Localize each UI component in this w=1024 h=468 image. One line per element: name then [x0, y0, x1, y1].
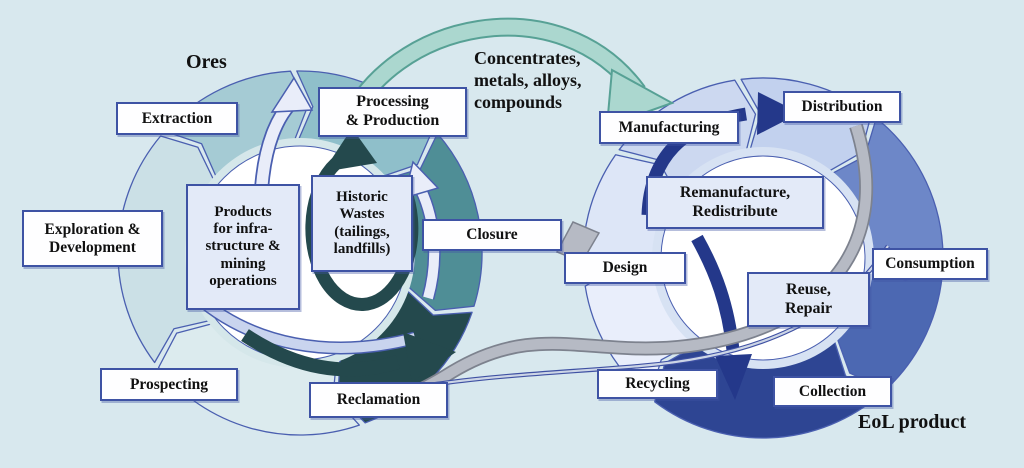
- reclamation-arrow: [241, 329, 456, 382]
- box-collection: Collection: [773, 376, 892, 407]
- label-ores: Ores: [186, 51, 227, 73]
- box-products-infrastructure: Products for infra- structure & mining o…: [186, 184, 300, 310]
- box-prospecting: Prospecting: [100, 368, 238, 401]
- box-consumption: Consumption: [872, 248, 988, 280]
- box-distribution: Distribution: [783, 91, 901, 123]
- box-historic-wastes: Historic Wastes (tailings, landfills): [311, 175, 413, 272]
- box-closure: Closure: [422, 219, 562, 251]
- products-flow-band: [191, 291, 417, 355]
- label-concentrates-metals: Concentrates, metals, alloys, compounds: [474, 48, 582, 112]
- box-reclamation: Reclamation: [309, 382, 448, 418]
- box-manufacturing: Manufacturing: [599, 111, 739, 144]
- box-recycling: Recycling: [597, 369, 718, 399]
- box-design: Design: [564, 252, 686, 284]
- box-remanufacture-redistribute: Remanufacture, Redistribute: [646, 176, 824, 229]
- box-extraction: Extraction: [116, 102, 238, 135]
- box-reuse-repair: Reuse, Repair: [747, 272, 870, 327]
- box-processing-production: Processing & Production: [318, 87, 467, 137]
- box-exploration-development: Exploration & Development: [22, 210, 163, 267]
- label-eol-product: EoL product: [858, 411, 966, 433]
